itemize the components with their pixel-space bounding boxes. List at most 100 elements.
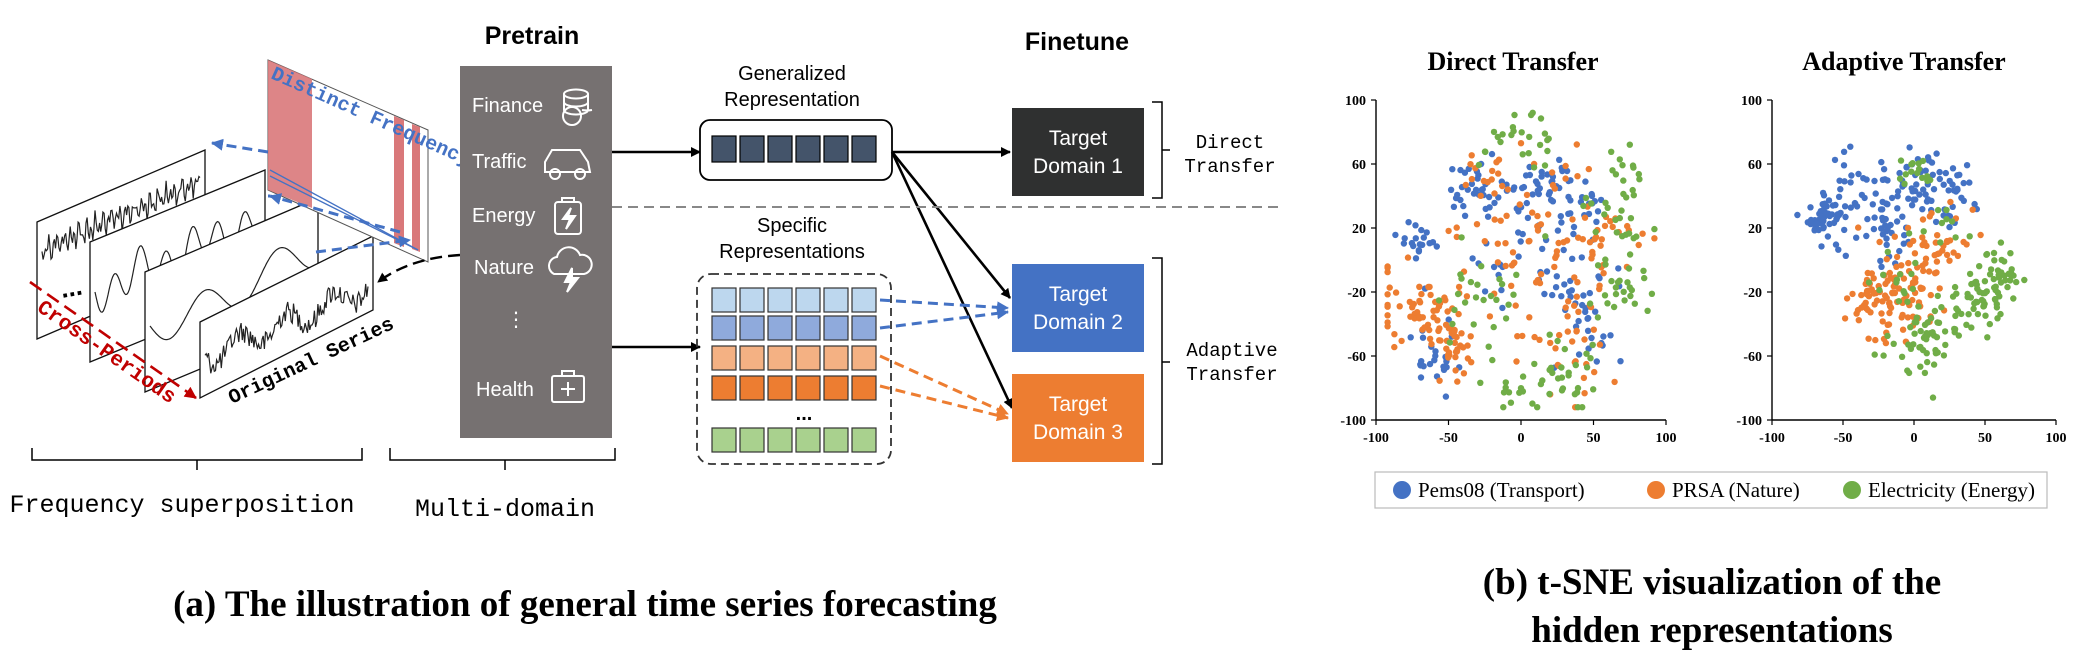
scatter-point — [2001, 258, 2008, 265]
scatter-point — [1847, 204, 1855, 211]
scatter-point — [1818, 243, 1825, 250]
tsne-adaptive-transfer: Adaptive Transfer-100-60-202060100-100-5… — [1736, 47, 2066, 446]
multi-domain-brace — [389, 448, 616, 470]
scatter-point — [1633, 233, 1640, 240]
scatter-point — [1971, 279, 1979, 286]
scatter-point — [1495, 170, 1502, 177]
scatter-point — [1891, 233, 1899, 240]
frequency-brace — [31, 448, 363, 470]
scatter-point — [1591, 236, 1598, 243]
scatter-point — [1537, 271, 1545, 278]
scatter-point — [1588, 190, 1595, 198]
scatter-point — [1447, 186, 1455, 193]
adaptive-transfer-line2: Transfer — [1186, 364, 1277, 386]
scatter-point — [1454, 378, 1461, 385]
scatter-point — [1511, 111, 1518, 119]
scatter-point — [1948, 218, 1956, 225]
scatter-point — [1879, 206, 1886, 213]
scatter-point — [1987, 266, 1995, 273]
scatter-point — [1454, 346, 1461, 353]
scatter-point — [1384, 264, 1391, 271]
scatter-point — [1625, 265, 1633, 272]
scatter-point — [1596, 282, 1603, 289]
scatter-point — [1938, 304, 1945, 311]
scatter-point — [1558, 293, 1565, 300]
specific-cell — [823, 375, 849, 401]
scatter-point — [1872, 336, 1879, 344]
series-frame-4 — [199, 234, 374, 400]
scatter-point — [1831, 156, 1839, 164]
scatter-point — [1477, 379, 1484, 386]
scatter-point — [1450, 203, 1458, 210]
adaptive-transfer-brace — [1152, 257, 1170, 465]
scatter-point — [1514, 333, 1521, 340]
scatter-point — [1596, 275, 1603, 282]
scatter-point — [1451, 332, 1458, 339]
scatter-point — [1882, 222, 1889, 229]
scatter-point — [1627, 215, 1635, 222]
scatter-point — [1386, 284, 1393, 291]
scatter-point — [1913, 181, 1920, 188]
scatter-point — [1963, 241, 1970, 248]
scatter-point — [1458, 275, 1465, 282]
scatter-point — [1412, 235, 1420, 242]
direct-transfer-brace — [1152, 101, 1170, 199]
scatter-point — [1865, 335, 1872, 342]
scatter-point — [1481, 238, 1489, 245]
specific-cell — [711, 287, 737, 313]
scatter-point — [1453, 224, 1460, 231]
scatter-point — [1565, 369, 1572, 376]
scatter-point — [1468, 180, 1476, 188]
legend-marker-electricity — [1843, 481, 1861, 499]
scatter-point — [1879, 318, 1886, 325]
scatter-point — [1871, 351, 1878, 358]
scatter-point — [1905, 195, 1912, 202]
scatter-point — [1496, 275, 1503, 283]
scatter-point — [1453, 233, 1461, 241]
scatter-point — [1976, 263, 1983, 270]
scatter-point — [1610, 303, 1618, 311]
stack-ellipsis: ... — [58, 271, 85, 304]
scatter-point — [1581, 390, 1588, 397]
scatter-point — [1499, 304, 1506, 312]
frequency-superposition-label: Frequency superposition — [9, 491, 354, 520]
specific-cell — [823, 315, 849, 341]
target-3-line1: Target — [1049, 393, 1108, 416]
scatter-point — [1502, 379, 1510, 386]
scatter-point — [1509, 249, 1517, 256]
scatter-point — [1469, 255, 1476, 262]
multi-domain-label: Multi-domain — [415, 495, 595, 524]
specific-cell — [739, 345, 765, 371]
scatter-point — [1807, 204, 1814, 211]
scatter-point — [1847, 143, 1854, 150]
scatter-point — [1590, 326, 1598, 333]
scatter-point — [1897, 157, 1905, 164]
scatter-point — [1855, 224, 1862, 231]
scatter-point — [1430, 314, 1437, 321]
scatter-point — [1915, 165, 1923, 173]
battery-bolt-icon — [554, 197, 582, 235]
scatter-point — [1968, 324, 1975, 331]
scatter-point — [1534, 212, 1541, 220]
direct-transfer-line2: Transfer — [1184, 156, 1275, 178]
scatter-point — [1538, 168, 1545, 176]
scatter-point — [2013, 278, 2020, 286]
scatter-point — [1898, 262, 1905, 269]
y-tick-label: -20 — [1743, 286, 1762, 301]
scatter-point — [1510, 291, 1517, 298]
scatter-point — [1489, 167, 1496, 175]
scatter-point — [1504, 186, 1512, 193]
x-tick-label: 0 — [1518, 431, 1525, 446]
scatter-point — [1515, 208, 1522, 215]
scatter-point — [1946, 257, 1953, 264]
scatter-point — [1847, 179, 1854, 186]
scatter-point — [1539, 377, 1546, 384]
finetune-title: Finetune — [1025, 28, 1129, 56]
scatter-point — [1936, 285, 1943, 292]
scatter-point — [1498, 280, 1506, 288]
frequency-band-3 — [412, 124, 420, 252]
scatter-point — [1563, 167, 1571, 175]
scatter-point — [1984, 334, 1991, 341]
specific-cell — [767, 287, 793, 313]
series-stack: ... — [36, 149, 374, 400]
